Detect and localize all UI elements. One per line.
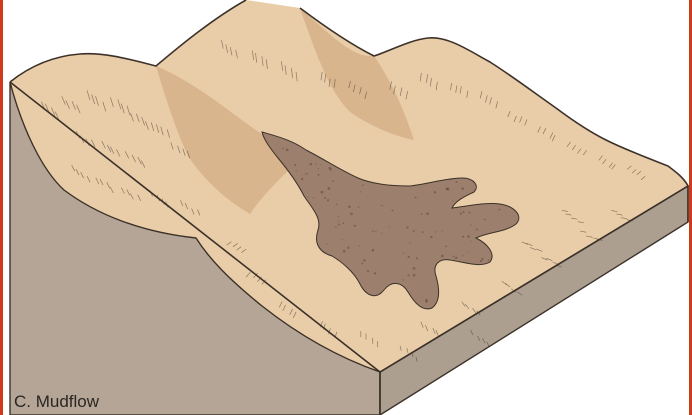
mud-speckle bbox=[462, 255, 463, 256]
mud-speckle bbox=[359, 245, 360, 246]
mud-speckle bbox=[301, 178, 303, 180]
mud-speckle bbox=[430, 236, 432, 238]
mud-speckle bbox=[305, 174, 306, 175]
mud-speckle bbox=[422, 231, 424, 233]
mud-speckle bbox=[413, 274, 416, 277]
mud-speckle bbox=[460, 212, 462, 214]
mud-speckle bbox=[372, 230, 374, 232]
mud-speckle bbox=[425, 299, 427, 301]
mud-speckle bbox=[456, 181, 458, 183]
mud-speckle bbox=[360, 191, 361, 192]
mud-speckle bbox=[382, 205, 383, 206]
mud-speckle bbox=[467, 235, 470, 238]
mud-speckle bbox=[308, 197, 309, 198]
mud-speckle bbox=[498, 209, 500, 211]
mud-speckle bbox=[389, 226, 390, 227]
mud-speckle bbox=[348, 205, 351, 208]
mud-speckle bbox=[415, 196, 417, 198]
mud-speckle bbox=[347, 247, 349, 249]
mud-speckle bbox=[328, 187, 331, 190]
mud-speckle bbox=[435, 231, 436, 232]
mud-speckle bbox=[453, 256, 455, 258]
mud-speckle bbox=[481, 258, 483, 260]
mud-speckle bbox=[316, 163, 317, 164]
mud-speckle bbox=[306, 173, 308, 175]
mud-speckle bbox=[413, 230, 415, 232]
mud-speckle bbox=[445, 187, 448, 190]
mud-speckle bbox=[408, 274, 410, 276]
mud-speckle bbox=[450, 179, 451, 180]
mud-speckle bbox=[455, 257, 458, 260]
mud-speckle bbox=[327, 199, 329, 201]
mud-speckle bbox=[416, 257, 418, 259]
mud-speckle bbox=[283, 148, 284, 149]
mud-speckle bbox=[324, 197, 326, 199]
mud-speckle bbox=[381, 205, 382, 206]
mud-speckle bbox=[321, 191, 324, 194]
mud-speckle bbox=[335, 226, 336, 227]
mud-speckle bbox=[426, 212, 429, 215]
mud-speckle bbox=[434, 191, 436, 193]
mud-speckle bbox=[343, 222, 345, 224]
mud-speckle bbox=[296, 170, 297, 171]
mud-speckle bbox=[372, 249, 375, 252]
mud-speckle bbox=[463, 211, 465, 213]
mud-speckle bbox=[350, 213, 353, 216]
mud-speckle bbox=[471, 241, 472, 242]
mud-speckle bbox=[362, 184, 363, 185]
mud-speckle bbox=[441, 255, 444, 258]
mud-speckle bbox=[336, 204, 337, 205]
mud-speckle bbox=[476, 228, 478, 230]
mud-speckle bbox=[468, 211, 470, 213]
mud-speckle bbox=[318, 174, 320, 176]
mud-speckle bbox=[310, 163, 313, 166]
mud-speckle bbox=[286, 149, 289, 152]
mud-speckle bbox=[313, 197, 314, 198]
mud-speckle bbox=[318, 168, 319, 169]
mud-speckle bbox=[354, 225, 356, 227]
mud-speckle bbox=[406, 226, 408, 228]
mud-speckle bbox=[403, 279, 404, 280]
mud-speckle bbox=[343, 250, 346, 253]
mud-speckle bbox=[320, 164, 321, 165]
mud-speckle bbox=[392, 210, 394, 212]
mud-speckle bbox=[484, 219, 486, 221]
mud-speckle bbox=[330, 169, 332, 171]
mud-speckle bbox=[452, 200, 453, 201]
mud-speckle bbox=[421, 213, 423, 215]
mud-speckle bbox=[474, 189, 475, 190]
mud-speckle bbox=[338, 223, 340, 225]
mud-speckle bbox=[381, 232, 382, 233]
mud-speckle bbox=[361, 262, 363, 264]
mud-speckle bbox=[408, 256, 410, 258]
mud-speckle bbox=[462, 236, 464, 238]
mud-speckle bbox=[374, 272, 376, 274]
mud-speckle bbox=[403, 253, 404, 254]
mud-speckle bbox=[488, 260, 490, 262]
mud-speckle bbox=[367, 270, 369, 272]
mud-speckle bbox=[332, 180, 334, 182]
mud-speckle bbox=[441, 230, 442, 231]
mud-speckle bbox=[338, 220, 339, 221]
mud-speckle bbox=[461, 187, 464, 190]
mud-speckle bbox=[363, 259, 366, 262]
mud-speckle bbox=[413, 267, 416, 270]
mud-speckle bbox=[294, 164, 296, 166]
mud-speckle bbox=[409, 242, 410, 243]
mud-speckle bbox=[467, 252, 468, 253]
mud-speckle bbox=[358, 206, 359, 207]
mud-speckle bbox=[470, 224, 471, 225]
mud-speckle bbox=[480, 260, 482, 262]
figure-caption: C. Mudflow bbox=[14, 393, 99, 410]
mud-speckle bbox=[326, 244, 327, 245]
mud-speckle bbox=[342, 239, 343, 240]
mud-speckle bbox=[338, 216, 339, 217]
mud-speckle bbox=[445, 246, 447, 248]
mud-speckle bbox=[375, 231, 376, 232]
